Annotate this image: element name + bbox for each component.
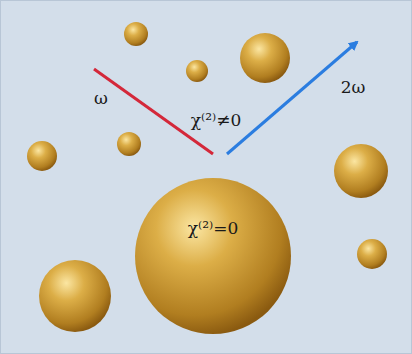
shg-beam: [227, 42, 357, 154]
input-frequency: ω: [94, 89, 108, 108]
output-frequency: 2ω: [341, 78, 366, 97]
sphere-label: χ⁽²⁾=0: [188, 219, 239, 238]
gold-sphere: χ⁽²⁾=0: [135, 178, 291, 334]
nonlinear-susceptibility: χ⁽²⁾≠0: [191, 111, 242, 130]
sphere-shape: [135, 178, 291, 334]
